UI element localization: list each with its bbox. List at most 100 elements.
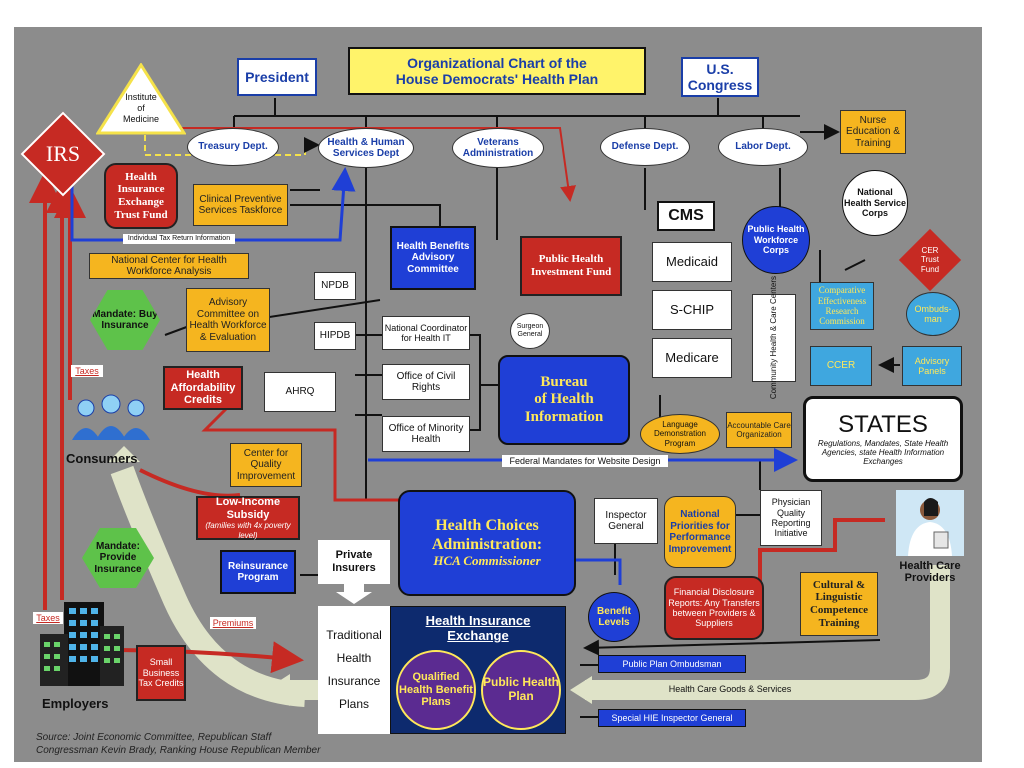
title-line-1: Organizational Chart of the xyxy=(407,54,587,71)
phwc-circle: Public Health Workforce Corps xyxy=(742,206,810,274)
states-title: STATES xyxy=(838,411,928,439)
inspector-general-box: Inspector General xyxy=(594,498,658,544)
iom-line-2: of xyxy=(137,103,145,113)
physician-reporting-box: Physician Quality Reporting Initiative xyxy=(760,490,822,546)
iom-label: Institute of Medicine xyxy=(110,92,172,125)
consumers-label: Consumers xyxy=(66,451,138,466)
medicaid-box: Medicaid xyxy=(652,242,732,282)
bureau-line-1: Bureau xyxy=(540,374,588,391)
employers-icon xyxy=(40,602,124,686)
states-box: STATES Regulations, Mandates, State Heal… xyxy=(803,396,963,482)
source-note: Source: Joint Economic Committee, Republ… xyxy=(36,731,320,757)
labor-dept: Labor Dept. xyxy=(718,128,808,166)
treasury-dept: Treasury Dept. xyxy=(187,128,279,166)
provider-doctor-icon xyxy=(896,490,964,556)
chcc-label: Community Health & Care Centers xyxy=(769,276,779,400)
employers-label: Employers xyxy=(42,696,109,711)
consumer-flow xyxy=(110,465,306,707)
qualified-plans-circle: Qualified Health Benefit Plans xyxy=(396,650,476,730)
premiums-label: Premiums xyxy=(210,617,256,629)
consumers-icon xyxy=(72,394,150,440)
private-insurers-box: Private Insurers xyxy=(318,540,390,584)
ncwa-box: National Center for Health Workforce Ana… xyxy=(89,253,249,279)
ahrq-box: AHRQ xyxy=(264,372,336,412)
va-dept: Veterans Administration xyxy=(452,128,544,168)
source-line-2: Congressman Kevin Brady, Ranking House R… xyxy=(36,745,321,756)
bureau-box: Bureau of Health Information xyxy=(498,355,630,445)
hca-box: Health Choices Administration: HCA Commi… xyxy=(398,490,576,596)
defense-dept: Defense Dept. xyxy=(600,128,690,166)
iom-triangle xyxy=(96,63,186,135)
tax-flow-lines xyxy=(29,171,885,674)
phif-box: Public Health Investment Fund xyxy=(520,236,622,296)
federal-mandates-label: Federal Mandates for Website Design xyxy=(502,455,668,467)
affordability-box: Health Affordability Credits xyxy=(163,366,243,410)
low-income-box: Low-Income Subsidy (families with 4x pov… xyxy=(196,496,300,540)
chcc-box: Community Health & Care Centers xyxy=(752,276,796,400)
nhsc-circle: National Health Service Corps xyxy=(842,170,908,236)
cer-commission-box: Comparative Effectiveness Research Commi… xyxy=(810,282,874,330)
hca-line-3: HCA Commissioner xyxy=(433,552,541,568)
bureau-line-3: Information xyxy=(524,408,604,425)
source-line-1: Source: Joint Economic Committee, Republ… xyxy=(36,732,272,743)
hipdb-box: HIPDB xyxy=(314,322,356,350)
title-line-2: House Democrats' Health Plan xyxy=(395,71,599,87)
bureau-line-2: of Health xyxy=(534,391,594,408)
taxes-employers-label: Taxes xyxy=(33,612,63,624)
hbac-box: Health Benefits Advisory Committee xyxy=(390,226,476,290)
hie-title: Health Insurance Exchange xyxy=(425,613,531,643)
iom-line-3: Medicine xyxy=(122,114,160,124)
ombudsman-circle: Ombuds-man xyxy=(906,292,960,336)
traditional-plans-box: Traditional Health Insurance Plans xyxy=(318,606,390,734)
congress-line-1: U.S. xyxy=(706,60,734,77)
language-program: Language Demonstration Program xyxy=(640,414,720,454)
irs-label: IRS xyxy=(45,141,81,167)
tax-return-label: Individual Tax Return Information xyxy=(123,234,235,244)
congress-line-2: Congress xyxy=(687,77,753,93)
quality-center-box: Center for Quality Improvement xyxy=(230,443,302,487)
advisory-committee-box: Advisory Committee on Health Workforce &… xyxy=(186,288,270,352)
taxes-consumers-label: Taxes xyxy=(71,365,103,377)
minority-health-box: Office of Minority Health xyxy=(382,416,470,452)
nurse-box: Nurse Education & Training xyxy=(840,110,906,154)
mandate-provide-hex: Mandate: Provide Insurance xyxy=(82,528,154,588)
trust-fund-box: Health Insurance Exchange Trust Fund xyxy=(104,163,178,229)
priorities-box: National Priorities for Performance Impr… xyxy=(664,496,736,568)
advisory-panels-box: Advisory Panels xyxy=(902,346,962,386)
iom-line-1: Institute xyxy=(125,92,157,102)
coordinator-box: National Coordinator for Health IT xyxy=(382,316,470,350)
medicare-box: Medicare xyxy=(652,338,732,378)
hhs-dept: Health & Human Services Dept xyxy=(318,128,414,168)
hca-line-2: Administration: xyxy=(431,535,543,553)
low-income-note: (families with 4x poverty level) xyxy=(205,521,291,540)
schip-box: S-CHIP xyxy=(652,290,732,330)
consumer-flow-head xyxy=(108,446,140,462)
goods-services-label: Health Care Goods & Services xyxy=(668,683,792,694)
affordability-line xyxy=(201,393,400,502)
chart-title: Organizational Chart of the House Democr… xyxy=(348,47,646,95)
providers-label: Health Care Providers xyxy=(899,560,961,584)
benefit-levels-circle: Benefit Levels xyxy=(588,592,640,642)
aco-box: Accountable Care Organization xyxy=(726,412,792,448)
ccer-box: CCER xyxy=(810,346,872,386)
org-lines xyxy=(164,98,900,718)
public-plan-circle: Public Health Plan xyxy=(481,650,561,730)
hca-line-1: Health Choices xyxy=(435,517,539,535)
civil-rights-box: Office of Civil Rights xyxy=(382,364,470,400)
cms-box: CMS xyxy=(657,201,715,231)
president-box: President xyxy=(237,58,317,96)
clinical-preventive-box: Clinical Preventive Services Taskforce xyxy=(193,184,288,226)
hie-inspector-box: Special HIE Inspector General xyxy=(598,709,746,727)
disclosure-box: Financial Disclosure Reports: Any Transf… xyxy=(664,576,764,640)
congress-box: U.S. Congress xyxy=(681,57,759,97)
cer-fund-label: CER Trust Fund xyxy=(920,246,940,274)
states-description: Regulations, Mandates, State Health Agen… xyxy=(817,439,949,467)
plan-ombudsman-box: Public Plan Ombudsman xyxy=(598,655,746,673)
reinsurance-box: Reinsurance Program xyxy=(220,550,296,594)
trust-fund-line xyxy=(105,127,576,202)
npdb-box: NPDB xyxy=(314,272,356,300)
small-business-box: Small Business Tax Credits xyxy=(136,645,186,701)
surgeon-general: Surgeon General xyxy=(510,313,550,349)
cer-fund-diamond: CER Trust Fund xyxy=(898,228,962,292)
cultural-training-box: Cultural & Linguistic Competence Trainin… xyxy=(800,572,878,636)
